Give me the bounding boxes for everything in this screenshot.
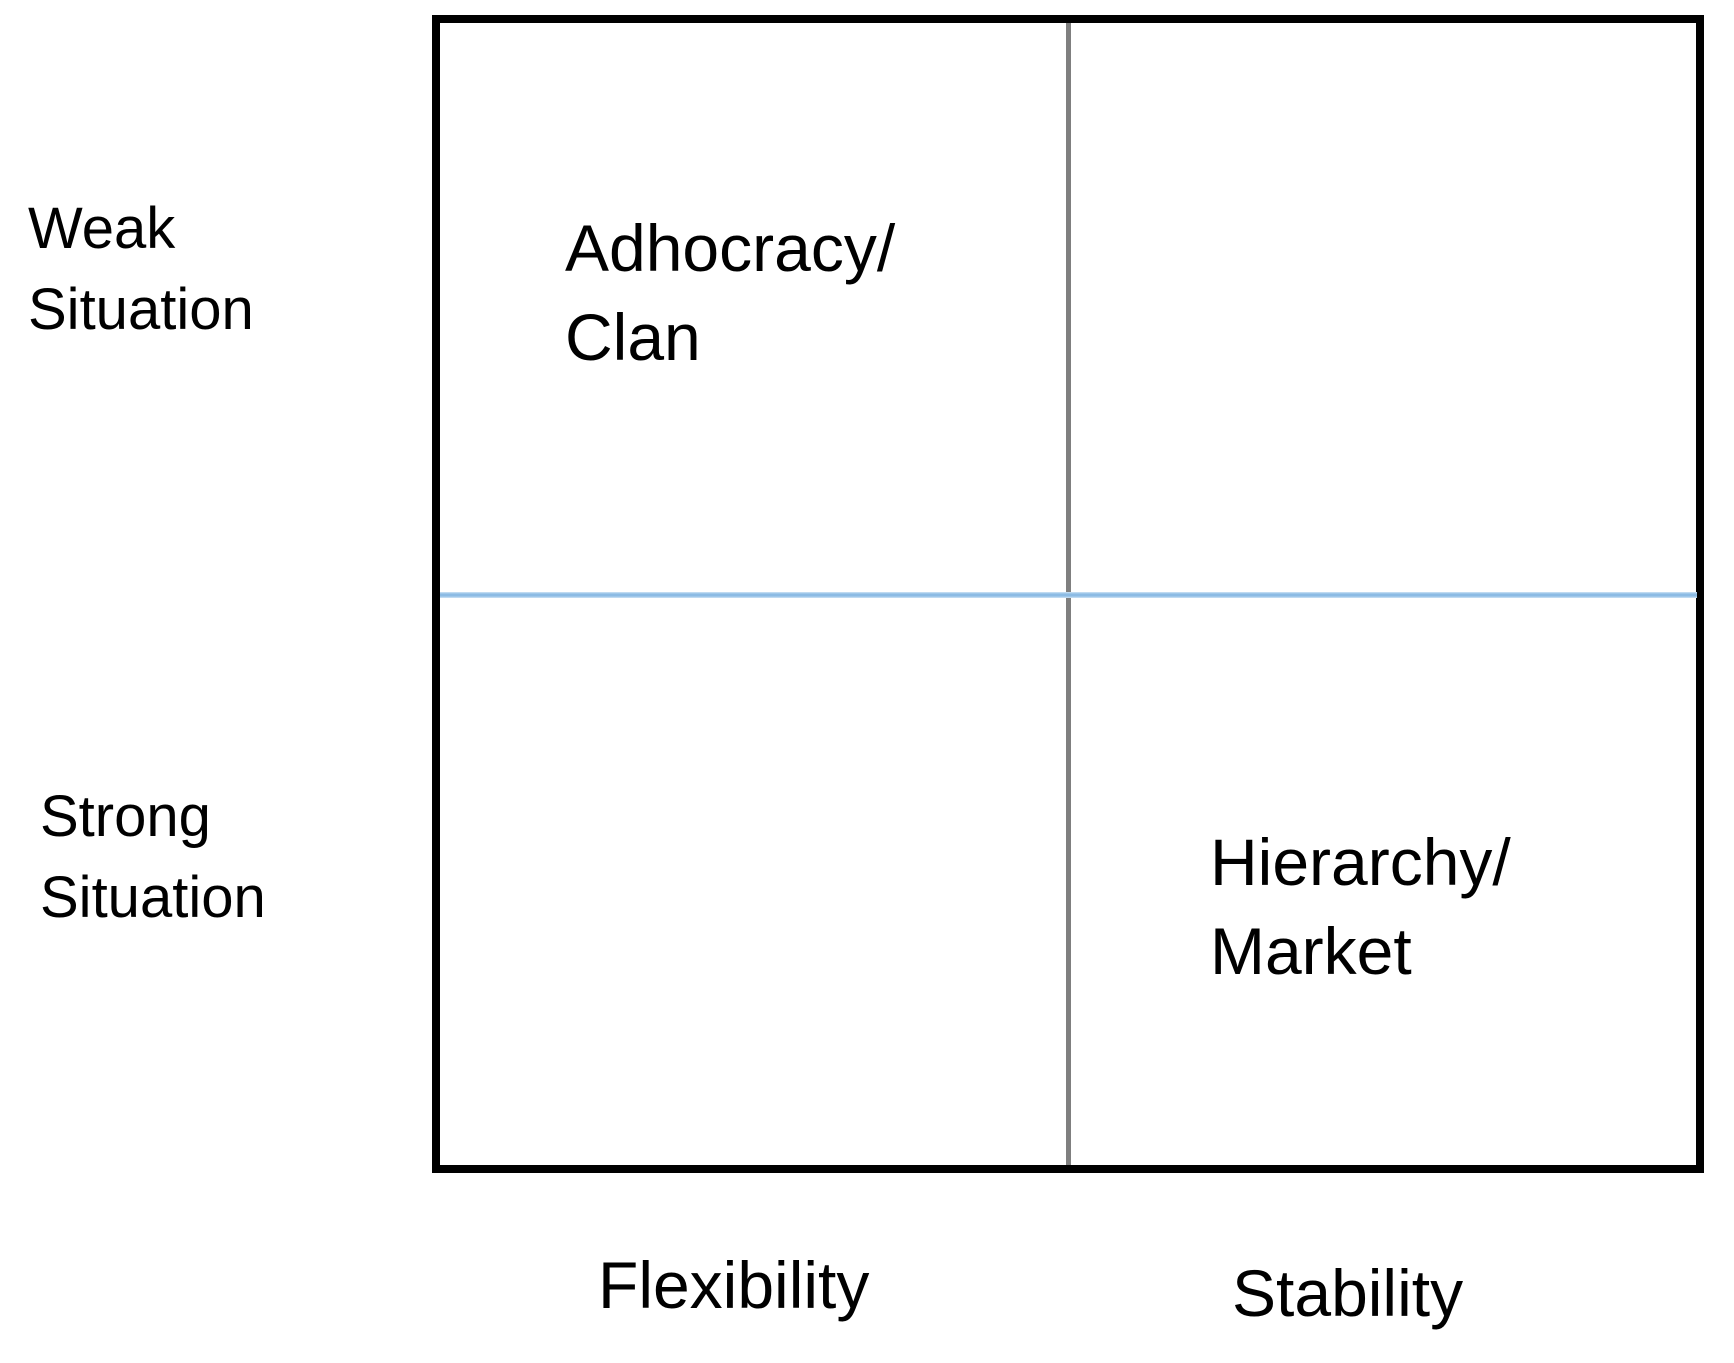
matrix-box <box>432 15 1704 1173</box>
row-label-strong-situation: Strong Situation <box>40 784 266 931</box>
column-label-stability: Stability <box>1232 1256 1464 1330</box>
quadrant-label-hierarchy-market: Hierarchy/ Market <box>1210 825 1511 989</box>
row-label-weak-situation: Weak Situation <box>28 196 254 343</box>
column-label-flexibility: Flexibility <box>598 1248 870 1322</box>
horizontal-divider-line <box>440 592 1697 598</box>
quadrant-label-adhocracy-clan: Adhocracy/ Clan <box>565 211 896 375</box>
